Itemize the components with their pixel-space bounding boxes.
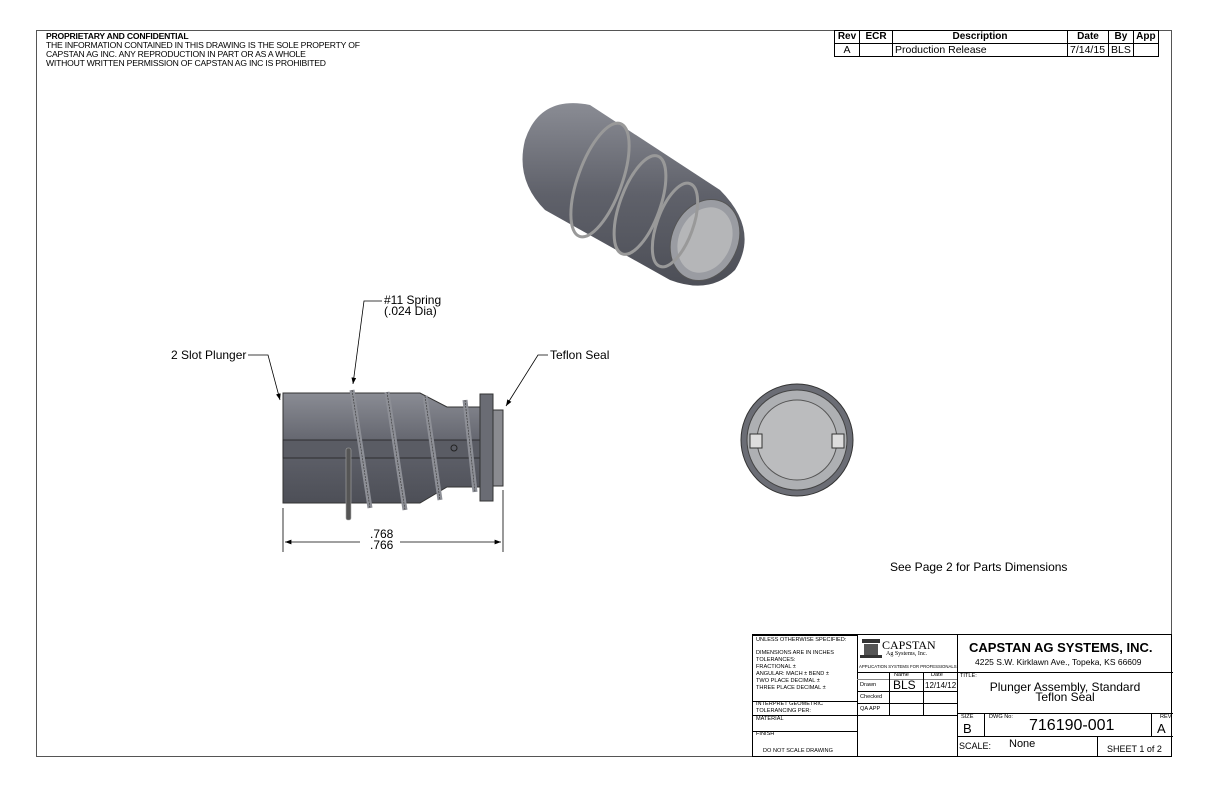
- drawing-title: Plunger Assembly, Standard Teflon Seal: [957, 680, 1173, 704]
- logo-name: CAPSTAN: [882, 638, 936, 652]
- title-block: UNLESS OTHERWISE SPECIFIED: DIMENSIONS A…: [752, 634, 1173, 757]
- parts-note: See Page 2 for Parts Dimensions: [890, 560, 1068, 574]
- name-column-header: Name: [894, 672, 909, 678]
- interpret-line: TOLERANCING PER:: [756, 708, 811, 714]
- sheet-number: SHEET 1 of 2: [1107, 744, 1162, 754]
- app-cell: [1132, 43, 1159, 57]
- dwg-number-label: DWG No:: [989, 714, 1013, 720]
- qa-label: QA APP: [860, 706, 881, 712]
- spring-callout: #11 Spring (.024 Dia): [384, 293, 442, 318]
- front-view: [740, 383, 854, 497]
- tolerance-line: FRACTIONAL ±: [756, 664, 796, 670]
- title-line: Teflon Seal: [1035, 690, 1095, 704]
- company-name: CAPSTAN AG SYSTEMS, INC.: [969, 640, 1153, 655]
- confidential-line: THE INFORMATION CONTAINED IN THIS DRAWIN…: [46, 40, 360, 50]
- tolerances-block: DIMENSIONS ARE IN INCHES TOLERANCES: FRA…: [756, 650, 834, 692]
- tolerance-line: DIMENSIONS ARE IN INCHES: [756, 650, 835, 656]
- dimension-upper: .768: [370, 527, 394, 541]
- material-label: MATERIAL: [756, 716, 784, 722]
- size-value: B: [963, 721, 972, 736]
- length-dimension: .768 .766: [370, 527, 394, 552]
- rev-label: REV: [1160, 714, 1172, 720]
- scale-value: None: [1009, 738, 1036, 750]
- spring-callout-line: (.024 Dia): [384, 304, 437, 318]
- spring-callout-line: #11 Spring: [384, 293, 442, 307]
- dimension-lower: .766: [370, 538, 394, 552]
- seal-callout: Teflon Seal: [550, 348, 610, 362]
- logo-tagline: APPLICATION SYSTEMS FOR PROFESSIONALS: [859, 664, 957, 669]
- drawn-name: BLS: [893, 678, 916, 692]
- drawn-date: 12/14/12: [925, 681, 957, 690]
- scale-label: SCALE:: [959, 741, 992, 751]
- title-line: Plunger Assembly, Standard: [989, 680, 1141, 694]
- dwg-number: 716190-001: [1029, 717, 1115, 734]
- rev-value: A: [1157, 721, 1166, 736]
- size-label: SIZE: [961, 714, 974, 720]
- interpret-label: INTERPRET GEOMETRIC TOLERANCING PER:: [756, 701, 823, 715]
- tolerance-line: THREE PLACE DECIMAL ±: [756, 685, 826, 691]
- title-label: TITLE:: [960, 673, 977, 679]
- description-cell: Production Release: [892, 43, 1068, 57]
- revision-row: A Production Release 7/14/15 BLS: [834, 43, 1159, 57]
- side-view: [248, 300, 548, 552]
- tolerance-line: TOLERANCES:: [756, 657, 796, 663]
- confidentiality-notice: PROPRIETARY AND CONFIDENTIAL THE INFORMA…: [46, 32, 360, 68]
- capstan-logo: CAPSTAN Ag Systems, Inc.: [860, 637, 936, 664]
- date-cell: 7/14/15: [1067, 43, 1109, 57]
- revision-table: Rev ECR Description Date By App A Produc…: [834, 30, 1159, 57]
- tolerance-line: TWO PLACE DECIMAL ±: [756, 678, 820, 684]
- do-not-scale-note: DO NOT SCALE DRAWING: [763, 748, 833, 754]
- confidential-line: WITHOUT WRITTEN PERMISSION OF CAPSTAN AG…: [46, 58, 326, 68]
- logo-sub: Ag Systems, Inc.: [886, 651, 927, 657]
- isometric-view: [522, 103, 745, 286]
- plunger-callout: 2 Slot Plunger: [171, 348, 247, 362]
- finish-label: FINISH: [756, 731, 775, 737]
- company-address: 4225 S.W. Kirklawn Ave., Topeka, KS 6660…: [975, 657, 1142, 667]
- date-column-header: Date: [931, 672, 943, 678]
- interpret-line: INTERPRET GEOMETRIC: [756, 701, 824, 707]
- unless-specified-label: UNLESS OTHERWISE SPECIFIED:: [756, 637, 847, 643]
- tolerance-line: ANGULAR: MACH ± BEND ±: [756, 671, 829, 677]
- capstan-logo-icon: [860, 639, 882, 658]
- drawn-label: Drawn: [860, 682, 877, 688]
- confidential-heading: PROPRIETARY AND CONFIDENTIAL: [46, 31, 189, 41]
- checked-label: Checked: [860, 694, 883, 700]
- confidential-line: CAPSTAN AG INC. ANY REPRODUCTION IN PART…: [46, 49, 306, 59]
- drawing-border: [36, 30, 1172, 757]
